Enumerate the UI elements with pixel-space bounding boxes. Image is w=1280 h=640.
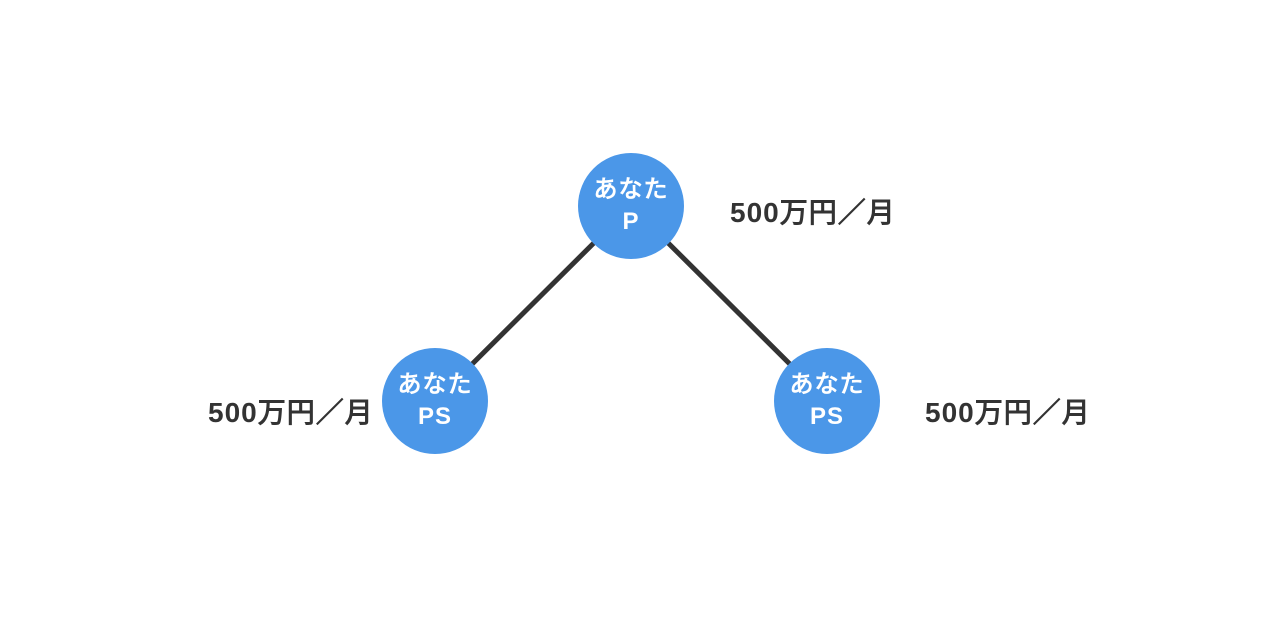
amount-label-child-left: 500万円／月 <box>208 397 374 428</box>
node-child-left-label-line1: あなた <box>397 370 473 398</box>
node-parent-label-line2: P <box>622 208 640 235</box>
node-parent-p: あなた P <box>578 153 684 259</box>
amount-label-child-right: 500万円／月 <box>925 397 1091 428</box>
amount-label-parent: 500万円／月 <box>730 197 896 228</box>
node-child-right-ps: あなた PS <box>774 348 880 454</box>
node-child-right-label-line1: あなた <box>789 370 865 398</box>
node-child-left-label-line2: PS <box>417 403 452 430</box>
node-parent-label-line1: あなた <box>593 175 669 203</box>
node-child-left-ps: あなた PS <box>382 348 488 454</box>
node-child-right-label-line2: PS <box>809 403 844 430</box>
